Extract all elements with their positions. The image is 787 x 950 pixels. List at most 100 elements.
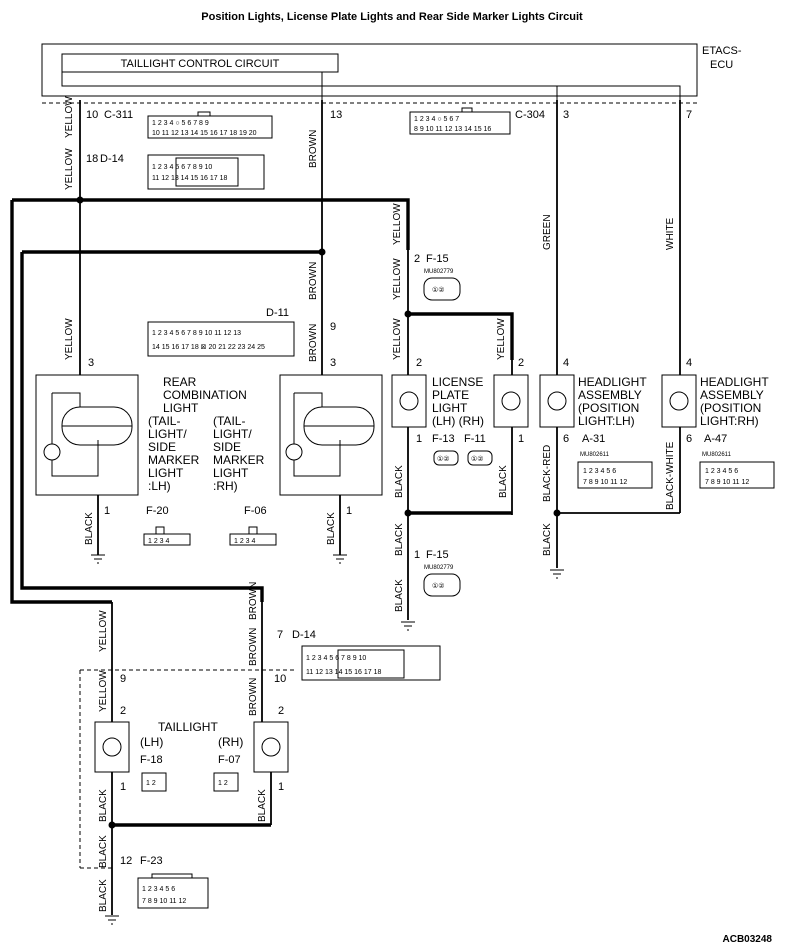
f15-connector-face-bottom: ①② <box>423 573 461 597</box>
pin-10-d14: 10 <box>274 673 286 685</box>
wire-black-10: BLACK <box>98 835 109 868</box>
pin-4-hl-lh: 4 <box>563 357 569 369</box>
pin-10: 10 <box>86 109 98 121</box>
rear-combination-light-rh <box>279 374 383 496</box>
svg-text:8 9 10 11 12 13 14 15 16: 8 9 10 11 12 13 14 15 16 <box>414 126 491 133</box>
hl-rh-3: (POSITION <box>700 401 761 415</box>
pin-9-d14: 9 <box>120 673 126 685</box>
wire-black-5: BLACK <box>394 523 405 556</box>
pin-1-lpl-rh: 1 <box>518 433 524 445</box>
mu-3: MU802611 <box>580 452 610 458</box>
svg-text:1 2 3 4: 1 2 3 4 <box>148 538 170 545</box>
conn-f11: F-11 <box>464 433 486 445</box>
pin-2-lpl-lh: 2 <box>416 357 422 369</box>
conn-c304: C-304 <box>515 109 545 121</box>
taillight-lh <box>94 721 130 773</box>
svg-text:1 2 3 4 5 6: 1 2 3 4 5 6 <box>142 886 175 893</box>
headlight-assembly-lh <box>539 374 575 428</box>
svg-text:7 8 9 10 11 12: 7 8 9 10 11 12 <box>142 898 186 905</box>
etacs-ecu: TAILLIGHT CONTROL CIRCUIT ETACS- ECU <box>41 43 742 100</box>
svg-text:1 2 3 4: 1 2 3 4 <box>234 538 256 545</box>
rcl-rh-5: LIGHT <box>213 466 249 480</box>
mu-1: MU802779 <box>424 269 454 275</box>
taillight-rh-label: (RH) <box>218 735 243 749</box>
wire-yellow-1: YELLOW <box>64 96 75 138</box>
c311-connector-face: 1 2 3 4 ○ 5 6 7 8 9 10 11 12 13 14 15 16… <box>147 111 273 139</box>
wire-brown-2: BROWN <box>308 262 319 300</box>
rcl-rh-4: MARKER <box>213 453 265 467</box>
wire-yellow-6: YELLOW <box>496 318 507 360</box>
svg-text:10 11 12 13 14 15 16 17 18 19: 10 11 12 13 14 15 16 17 18 19 20 <box>152 130 257 137</box>
wire-yellow-4: YELLOW <box>392 258 403 300</box>
ecu-name-1: ETACS- <box>702 45 742 57</box>
taillight-rh <box>253 721 289 773</box>
rcl-lh-1: (TAIL- <box>148 414 180 428</box>
wire-black-white: BLACK-WHITE <box>665 441 676 510</box>
taillight-control-circuit-label: TAILLIGHT CONTROL CIRCUIT <box>121 58 280 70</box>
rcl-lh-6: :LH) <box>148 479 171 493</box>
f23-connector-face: 1 2 3 4 5 6 7 8 9 10 11 12 <box>137 873 209 909</box>
wire-green: GREEN <box>542 214 553 250</box>
rcl-lh-2: LIGHT/ <box>148 427 187 441</box>
conn-f15-top: F-15 <box>426 253 449 265</box>
ecu-name-2: ECU <box>710 59 733 71</box>
pin-1-tl-lh: 1 <box>120 781 126 793</box>
mu-2: MU802779 <box>424 565 454 571</box>
rcl-lh-5: LIGHT <box>148 466 184 480</box>
wire-brown-4: BROWN <box>248 582 259 620</box>
conn-f20: F-20 <box>146 505 169 517</box>
pin-3-c304: 3 <box>563 109 569 121</box>
pin-18: 18 <box>86 153 98 165</box>
pin-7-ecu: 7 <box>686 109 692 121</box>
rcl-rh-6: :RH) <box>213 479 238 493</box>
rcl-label-3: LIGHT <box>163 401 199 415</box>
wire-black-red: BLACK-RED <box>542 445 553 502</box>
wire-black-3: BLACK <box>394 465 405 498</box>
wire-yellow-9: YELLOW <box>98 670 109 712</box>
wire-brown-6: BROWN <box>248 678 259 716</box>
pin-2-tl-lh: 2 <box>120 705 126 717</box>
wire-black-1: BLACK <box>84 512 95 545</box>
wire-black-8: BLACK <box>98 789 109 822</box>
conn-f06: F-06 <box>244 505 267 517</box>
headlight-assembly-rh <box>661 374 697 428</box>
conn-c311: C-311 <box>104 109 133 121</box>
pin-2-lpl-rh: 2 <box>518 357 524 369</box>
wire-brown-3: BROWN <box>308 324 319 362</box>
pin-4-hl-rh: 4 <box>686 357 692 369</box>
f13-connector-face: ①② <box>433 450 459 466</box>
rcl-label-1: REAR <box>163 375 197 389</box>
conn-d11: D-11 <box>266 307 289 319</box>
f07-connector-face: 1 2 <box>213 772 239 792</box>
rcl-rh-2: LIGHT/ <box>213 427 252 441</box>
svg-text:1 2 3 4 5 6 7 8 9 10: 1 2 3 4 5 6 7 8 9 10 <box>152 164 212 171</box>
wire-black-7: BLACK <box>542 523 553 556</box>
pin-12: 12 <box>120 855 132 867</box>
pin-6-hl-lh: 6 <box>563 433 569 445</box>
wire-white: WHITE <box>665 217 676 250</box>
d11-connector-face: 1 2 3 4 5 6 7 8 9 10 11 12 13 14 15 16 1… <box>147 321 295 357</box>
conn-f13: F-13 <box>432 433 455 445</box>
lpl-label-2: PLATE <box>432 388 469 402</box>
svg-text:1 2: 1 2 <box>146 780 156 787</box>
hl-lh-4: LIGHT:LH) <box>578 414 635 428</box>
wire-yellow-2: YELLOW <box>64 148 75 190</box>
conn-d14-bottom: D-14 <box>292 629 316 641</box>
svg-text:1 2 3 4 5 6: 1 2 3 4 5 6 <box>583 468 616 475</box>
hl-rh-4: LIGHT:RH) <box>700 414 759 428</box>
lpl-label-1: LICENSE <box>432 375 483 389</box>
f20-connector-face: 1 2 3 4 <box>143 526 191 546</box>
taillight-label: TAILLIGHT <box>158 720 218 734</box>
svg-text:1 2: 1 2 <box>218 780 228 787</box>
conn-f23: F-23 <box>140 855 163 867</box>
svg-text:1 2 3 4 ○ 5 6 7: 1 2 3 4 ○ 5 6 7 <box>414 116 459 123</box>
rcl-lh-3: SIDE <box>148 440 176 454</box>
wire-brown-1: BROWN <box>308 130 319 168</box>
rear-combination-light-lh <box>35 374 139 496</box>
svg-text:①②: ①② <box>437 455 450 463</box>
mu-4: MU802611 <box>702 452 732 458</box>
rcl-rh-3: SIDE <box>213 440 241 454</box>
wire-yellow-3: YELLOW <box>392 203 403 245</box>
wire-black-2: BLACK <box>326 512 337 545</box>
